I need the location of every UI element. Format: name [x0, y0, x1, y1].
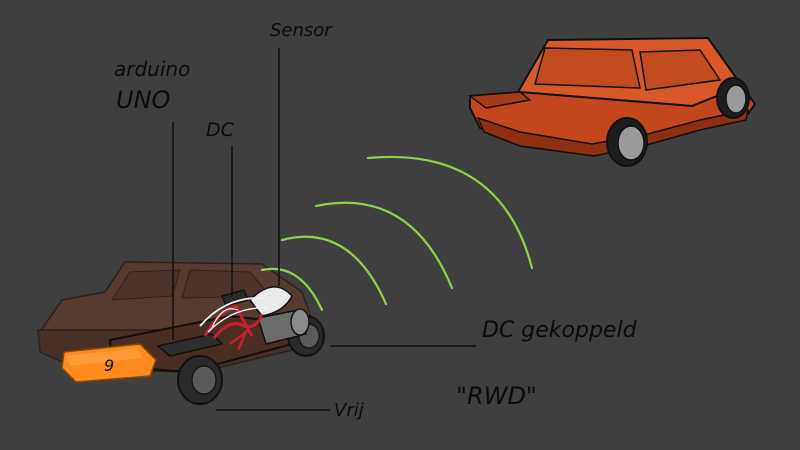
label-vrij: Vrij	[334, 400, 364, 421]
servo-icon	[220, 289, 250, 307]
battery-icon: 9	[61, 343, 157, 383]
label-sensor: Sensor	[270, 20, 333, 41]
signal-wave-1	[260, 267, 324, 312]
label-dc-gekoppeld: DC gekoppeld	[482, 318, 638, 343]
signal-wave-4	[366, 155, 534, 270]
arduino-board-icon	[156, 333, 224, 357]
ultrasonic-sensor-icon	[249, 286, 293, 317]
signal-wave-3	[314, 201, 454, 290]
wire-white	[199, 297, 265, 327]
signal-wave-2	[280, 235, 388, 306]
robot-car-icon	[108, 286, 325, 405]
target-car-icon	[467, 36, 757, 167]
label-rwd: "RWD"	[456, 382, 537, 410]
signal-waves	[260, 155, 534, 312]
battery-mark: 9	[104, 356, 114, 375]
leader-lines	[172, 48, 476, 411]
label-uno: UNO	[116, 86, 170, 114]
label-dc: DC	[206, 119, 235, 141]
label-arduino: arduino	[114, 57, 190, 81]
